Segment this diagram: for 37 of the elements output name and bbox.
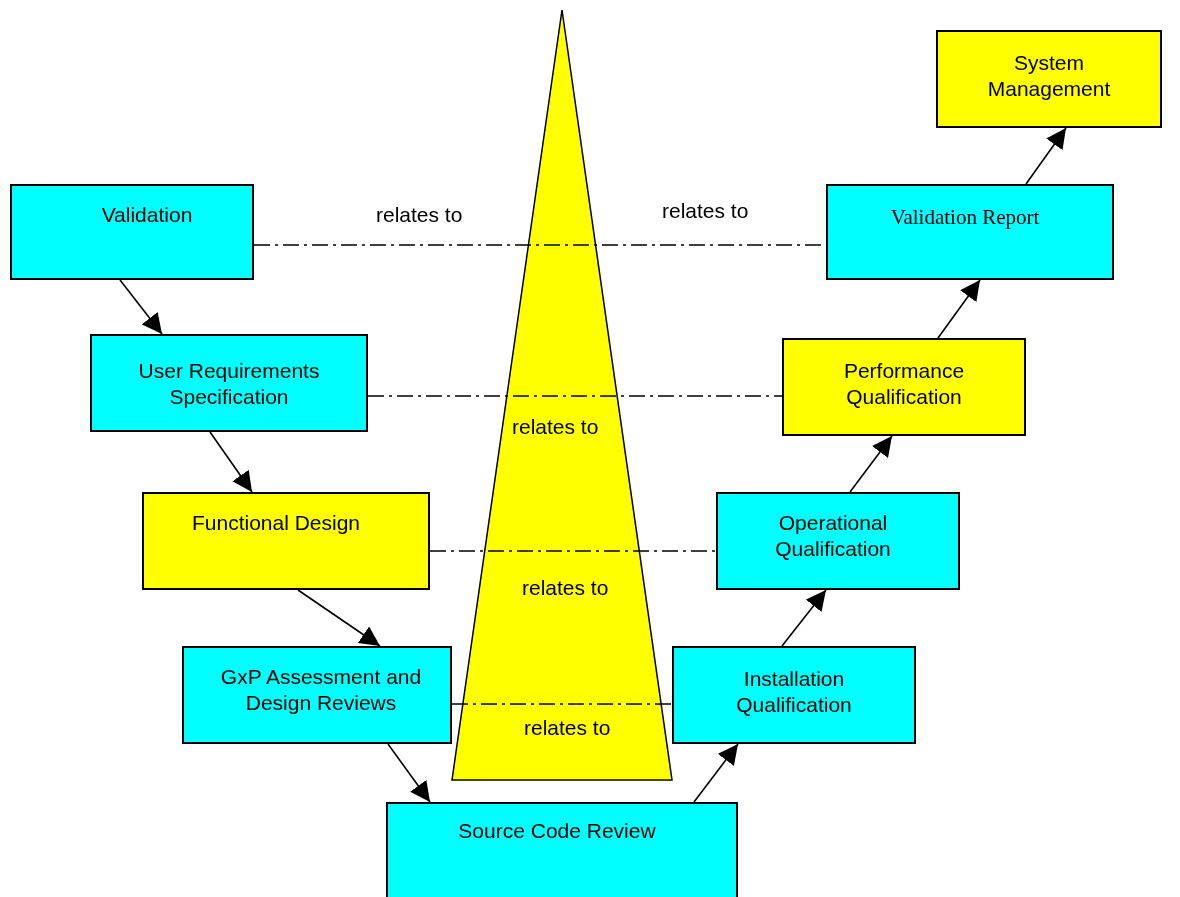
box-label: GxP Assessment and Design Reviews [219, 664, 423, 717]
edge-label: relates to [376, 203, 463, 227]
dash-dot-line [451, 703, 673, 705]
arrow [1025, 127, 1067, 185]
box-label: User Requirements Specification [137, 358, 321, 411]
arrow [297, 589, 381, 647]
process-box [90, 334, 368, 432]
edge-label: relates to [512, 415, 599, 439]
dash-dot-line [367, 395, 783, 397]
process-box [936, 30, 1162, 128]
arrow [387, 743, 431, 803]
box-label: Functional Design [191, 510, 361, 536]
arrow [693, 743, 739, 803]
process-box [782, 338, 1026, 436]
process-box [142, 492, 430, 590]
process-box [716, 492, 960, 590]
box-label: Performance Qualification [842, 358, 966, 411]
process-box [672, 646, 916, 744]
process-box [182, 646, 452, 744]
box-label: Operational Qualification [774, 510, 892, 563]
box-label: Source Code Review [458, 818, 656, 844]
arrow [209, 431, 253, 493]
process-box [386, 802, 738, 897]
process-box [10, 184, 254, 280]
arrow [781, 589, 827, 647]
process-box [826, 184, 1114, 280]
dash-dot-line [429, 550, 717, 552]
box-label: System Management [986, 50, 1112, 103]
box-label: Installation Qualification [735, 666, 853, 719]
arrow [119, 279, 163, 335]
arrow [937, 279, 981, 339]
box-label: Validation [101, 202, 193, 228]
edge-label: relates to [522, 576, 609, 600]
edge-label: relates to [524, 716, 611, 740]
box-label: Validation Report [890, 204, 1040, 231]
arrow [849, 435, 893, 493]
relation-note: relates to [662, 199, 749, 223]
